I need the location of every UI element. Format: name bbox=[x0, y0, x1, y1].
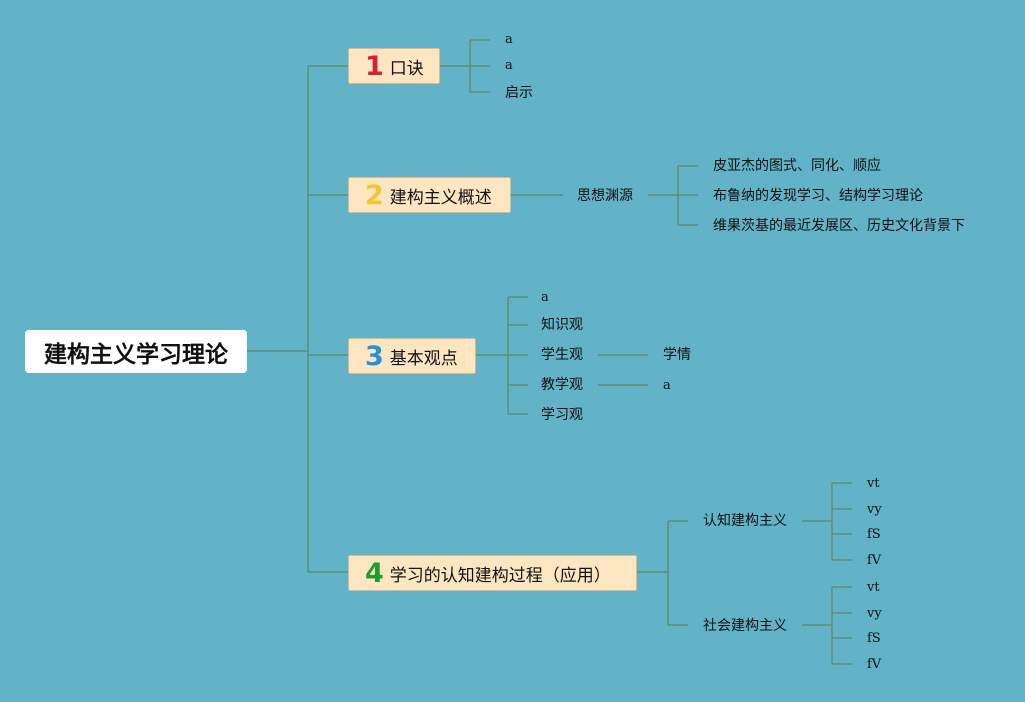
number-4-icon: 4 bbox=[365, 557, 384, 589]
branch-label: 基本观点 bbox=[389, 348, 458, 369]
leaf-node[interactable]: 启示 bbox=[505, 85, 533, 101]
leaf-node[interactable]: fV bbox=[867, 657, 882, 672]
branch-label: 建构主义概述 bbox=[389, 187, 492, 208]
leaf-node[interactable]: vt bbox=[867, 580, 880, 595]
number-2-icon: 2 bbox=[365, 179, 384, 211]
sub-node[interactable]: 思想渊源 bbox=[577, 188, 633, 204]
leaf-node[interactable]: a bbox=[663, 378, 671, 393]
leaf-node[interactable]: fS bbox=[867, 527, 881, 542]
leaf-node[interactable]: 教学观 bbox=[541, 377, 583, 393]
leaf-node[interactable]: 维果茨基的最近发展区、历史文化背景下 bbox=[713, 218, 965, 234]
leaf-node[interactable]: 布鲁纳的发现学习、结构学习理论 bbox=[713, 188, 923, 204]
sub-node[interactable]: 社会建构主义 bbox=[703, 618, 787, 634]
leaf-node[interactable]: 学情 bbox=[663, 347, 691, 363]
branch-node-2[interactable]: 2 建构主义概述 bbox=[348, 177, 511, 213]
branch-node-3[interactable]: 3 基本观点 bbox=[348, 338, 476, 374]
leaf-node[interactable]: a bbox=[505, 58, 513, 73]
leaf-node[interactable]: 皮亚杰的图式、同化、顺应 bbox=[713, 158, 881, 174]
leaf-node[interactable]: fS bbox=[867, 631, 881, 646]
leaf-node[interactable]: a bbox=[505, 32, 513, 47]
branch-node-4[interactable]: 4 学习的认知建构过程（应用） bbox=[348, 555, 637, 591]
leaf-node[interactable]: 知识观 bbox=[541, 317, 583, 333]
number-3-icon: 3 bbox=[365, 340, 384, 372]
branch-node-1[interactable]: 1 口诀 bbox=[348, 48, 440, 84]
branch-label: 口诀 bbox=[389, 58, 424, 79]
leaf-node[interactable]: fV bbox=[867, 553, 882, 568]
leaf-node[interactable]: a bbox=[541, 290, 549, 305]
leaf-node[interactable]: vy bbox=[867, 502, 882, 517]
leaf-node[interactable]: vy bbox=[867, 606, 882, 621]
leaf-node[interactable]: 学习观 bbox=[541, 407, 583, 423]
sub-node[interactable]: 认知建构主义 bbox=[703, 513, 787, 529]
leaf-node[interactable]: 学生观 bbox=[541, 347, 583, 363]
root-node[interactable]: 建构主义学习理论 bbox=[25, 330, 247, 373]
number-1-icon: 1 bbox=[365, 50, 384, 82]
leaf-node[interactable]: vt bbox=[867, 476, 880, 491]
branch-label: 学习的认知建构过程（应用） bbox=[389, 565, 611, 586]
